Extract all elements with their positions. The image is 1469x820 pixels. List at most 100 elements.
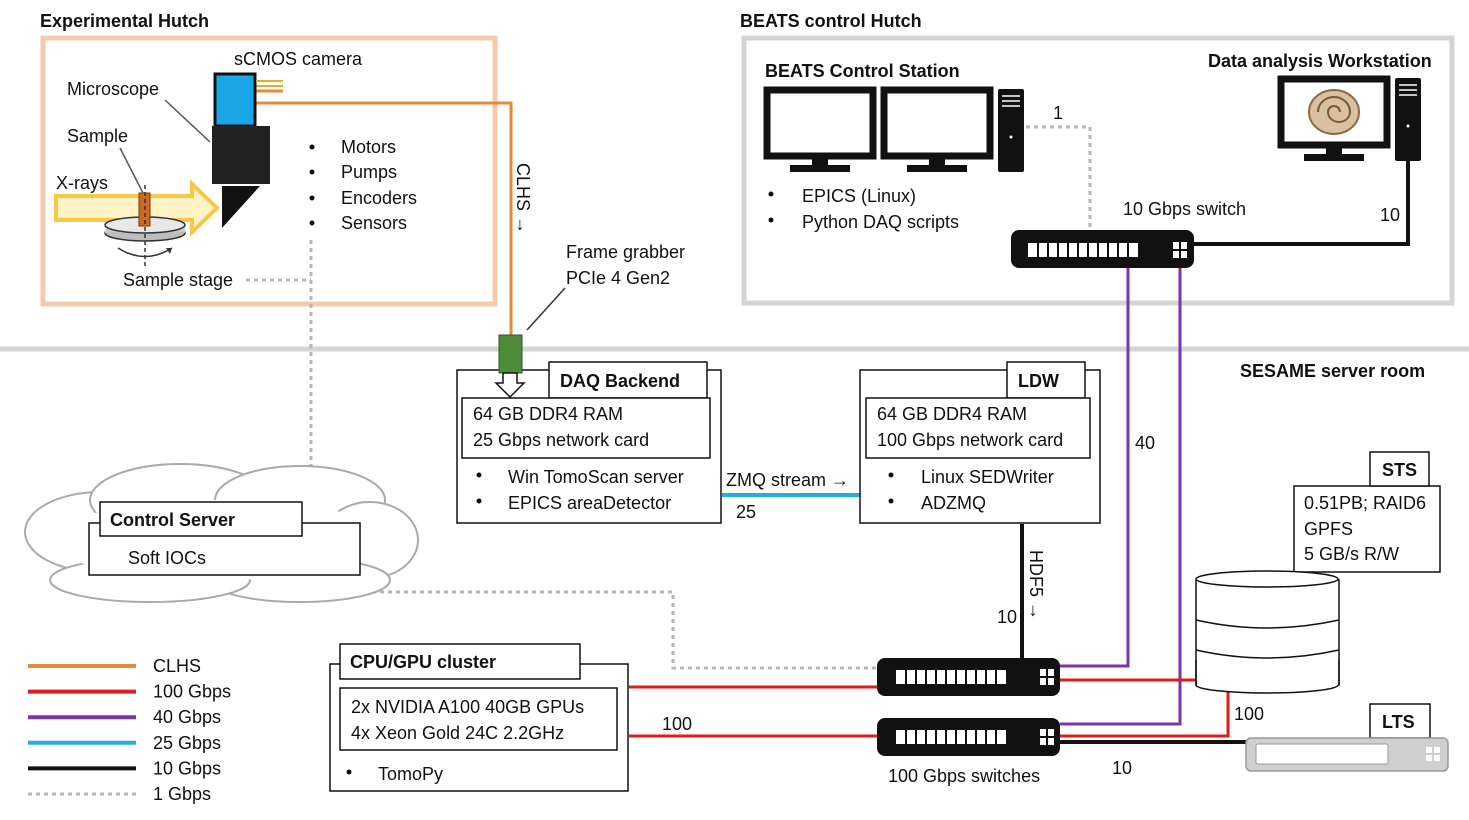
bullet: [309, 169, 315, 175]
sts-spec: 5 GB/s R/W: [1304, 544, 1399, 564]
cluster-spec-box: [339, 687, 618, 751]
sts-box: [1293, 485, 1441, 573]
rotation-arrowhead-icon: [166, 248, 172, 254]
daq-spec: 64 GB DDR4 RAM: [473, 404, 623, 424]
cluster-title-tab: [339, 643, 581, 680]
legend-label: CLHS: [153, 656, 201, 676]
frame-grabber-pointer: [526, 287, 566, 331]
switch-icon: [877, 658, 1060, 696]
gigabit-links: [246, 125, 1092, 670]
server-room-title: SESAME server room: [1240, 361, 1425, 381]
microscope-label: Microscope: [67, 79, 159, 99]
device-item: Pumps: [341, 162, 397, 182]
clhs-label: CLHS →: [513, 163, 533, 234]
ten-gig-switch-icon: [1011, 230, 1194, 268]
link-1-label: 1: [1053, 103, 1063, 123]
station-list: EPICS (Linux) Python DAQ scripts: [768, 186, 959, 232]
lts-link-label: 10: [1112, 758, 1132, 778]
bullet: [888, 498, 894, 504]
station-title: BEATS Control Station: [765, 61, 960, 81]
cluster-title: CPU/GPU cluster: [350, 652, 496, 672]
zmq-link-label: 25: [736, 502, 756, 522]
sample-label: Sample: [67, 126, 128, 146]
switch-label: 10 Gbps switch: [1123, 199, 1246, 219]
tower-pc-icon: [998, 89, 1024, 172]
hundred-gig-links: [629, 678, 1230, 738]
bullet: [346, 769, 352, 775]
daq-spec: 25 Gbps network card: [473, 430, 649, 450]
frame-grabber-arrow-icon: [494, 372, 526, 399]
control-server-title: Control Server: [110, 510, 235, 530]
experimental-hutch-frame: [40, 35, 498, 307]
sts-title: STS: [1382, 460, 1417, 480]
ldw-title-tab: [1006, 361, 1086, 399]
ldw-spec-box: [865, 397, 1091, 459]
cluster-link-label: 100: [662, 714, 692, 734]
ldw-item: ADZMQ: [921, 493, 986, 513]
rotation-arrow-icon: [117, 247, 173, 258]
legend-label: 40 Gbps: [153, 707, 221, 727]
sts-spec: 0.51PB; RAID6: [1304, 493, 1426, 513]
ldw-link-label: 10: [997, 607, 1017, 627]
station-item: Python DAQ scripts: [802, 212, 959, 232]
lts-title: LTS: [1382, 712, 1415, 732]
frame-grabber-card: [498, 334, 523, 374]
frame-grabber-label: Frame grabber: [566, 242, 685, 262]
legend-label: 1 Gbps: [153, 784, 211, 804]
daq-item: Win TomoScan server: [508, 467, 684, 487]
xrays-label: X-rays: [56, 173, 108, 193]
control-hutch-frame: [741, 35, 1455, 306]
microscope-body: [212, 126, 270, 184]
zmq-label: ZMQ stream →: [726, 470, 849, 490]
device-item: Encoders: [341, 188, 417, 208]
forty-gig-links: [1060, 266, 1182, 726]
workstation-tower-icon: [1395, 78, 1421, 161]
bullet: [476, 498, 482, 504]
sts-spec: GPFS: [1304, 519, 1353, 539]
bullet: [768, 191, 774, 197]
bullet: [309, 195, 315, 201]
ldw-spec: 64 GB DDR4 RAM: [877, 404, 1027, 424]
workstation-link-label: 10: [1380, 205, 1400, 225]
bullet: [888, 472, 894, 478]
monitor-icon: [763, 86, 877, 172]
clhs-link: [256, 101, 513, 336]
device-list: Motors Pumps Encoders Sensors: [309, 137, 417, 233]
workstation-title: Data analysis Workstation: [1208, 51, 1432, 71]
monitor-icon: [880, 86, 994, 172]
cluster-item: TomoPy: [378, 764, 443, 784]
legend-label: 100 Gbps: [153, 682, 231, 702]
camera-body: [213, 72, 257, 128]
lts-title-tab: [1369, 703, 1431, 739]
ldw-title: LDW: [1018, 371, 1059, 391]
tape-library-icon: [1245, 737, 1449, 772]
switch-icon: [877, 718, 1060, 756]
daq-spec-box: [461, 397, 711, 459]
bullet: [309, 144, 315, 150]
legend-label: 25 Gbps: [153, 733, 221, 753]
control-server-body: Soft IOCs: [128, 548, 206, 568]
daq-title: DAQ Backend: [560, 371, 680, 391]
storage-cylinder-icon: [1195, 570, 1340, 694]
experimental-hutch-title: Experimental Hutch: [40, 11, 209, 31]
microscope-pointer: [164, 99, 211, 143]
sts-link-label: 100: [1234, 704, 1264, 724]
ldw-spec: 100 Gbps network card: [877, 430, 1063, 450]
daq-item: EPICS areaDetector: [508, 493, 671, 513]
cluster-spec: 4x Xeon Gold 24C 2.2GHz: [351, 723, 564, 743]
control-server-title-tab: [99, 501, 303, 537]
control-hutch-title: BEATS control Hutch: [740, 11, 922, 31]
switches-label: 100 Gbps switches: [888, 766, 1040, 786]
ten-gig-links: [1020, 160, 1410, 744]
daq-title-tab: [548, 361, 708, 399]
bullet: [476, 472, 482, 478]
frame-grabber-sublabel: PCIe 4 Gen2: [566, 268, 670, 288]
device-item: Sensors: [341, 213, 407, 233]
hdf5-label: HDF5 →: [1026, 550, 1046, 620]
sample-pointer: [119, 147, 144, 194]
bullet: [768, 217, 774, 223]
forty-gig-label: 40: [1135, 433, 1155, 453]
sample-stage-label: Sample stage: [123, 270, 233, 290]
